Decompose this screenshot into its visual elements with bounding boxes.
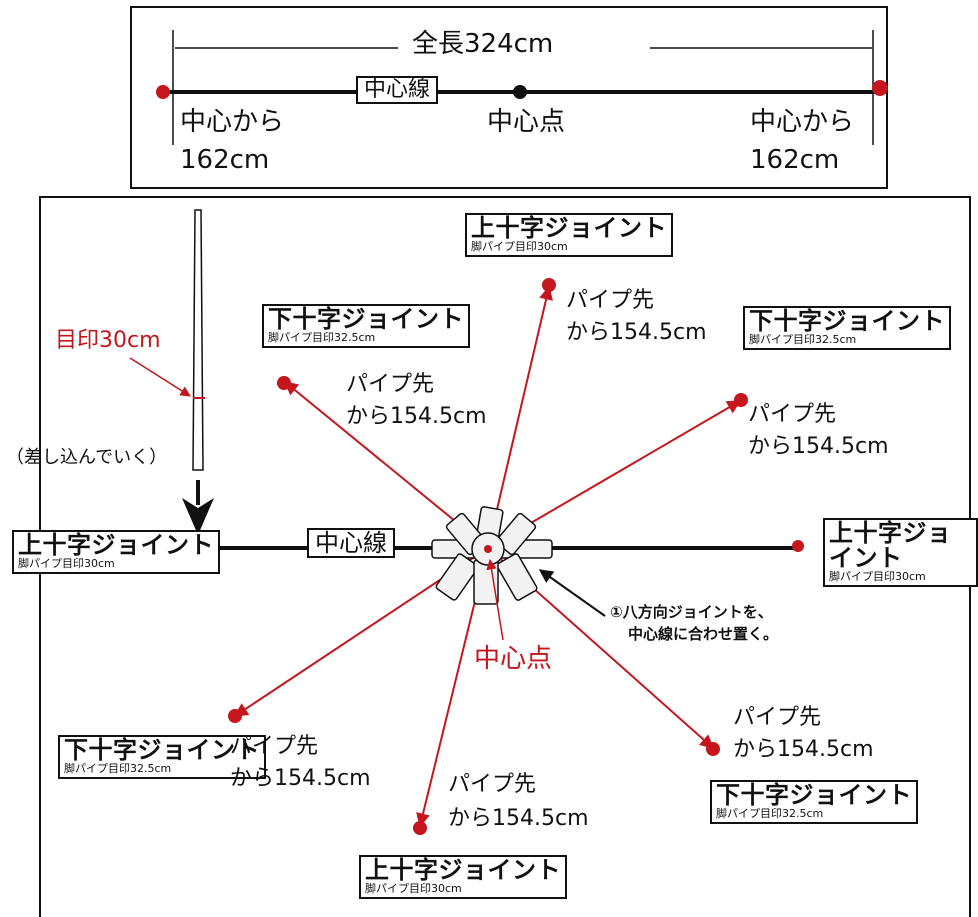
top-right-from-center: 中心から xyxy=(750,107,855,137)
distance-upper-right-b: から154.5cm xyxy=(748,434,889,459)
joint-label-title: 上十字ジョイント xyxy=(829,519,952,573)
joint-label-title: 上十字ジョイント xyxy=(471,214,667,242)
top-center-line-label: 中心線 xyxy=(356,76,439,105)
right-end-dot xyxy=(792,540,804,552)
top-center-point-label: 中心点 xyxy=(487,107,566,137)
joint-label-bottom: 上十字ジョイント 脚パイプ目印30cm xyxy=(359,855,567,899)
distance-upper-left-a: パイプ先 xyxy=(346,372,435,397)
tip-dot-upper-right xyxy=(734,393,748,407)
joint-label-sub: 脚パイプ目印32.5cm xyxy=(716,807,824,821)
top-center-dot xyxy=(513,85,527,99)
insert-arrow-head xyxy=(182,498,214,535)
joint-label-sub: 脚パイプ目印30cm xyxy=(471,240,568,254)
distance-lower-right-a: パイプ先 xyxy=(733,705,822,730)
joint-label-sub: 脚パイプ目印32.5cm xyxy=(749,333,857,347)
joint-label-right: 上十字ジョイント 脚パイプ目印30cm xyxy=(823,518,978,587)
step-note-line-2: 中心線に合わせ置く。 xyxy=(628,625,779,643)
main-center-point-label: 中心点 xyxy=(474,644,553,674)
tip-dot-top xyxy=(542,278,556,292)
joint-label-title: 下十字ジョイント xyxy=(64,736,260,764)
joint-label-title: 上十字ジョイント xyxy=(365,856,561,884)
top-panel xyxy=(130,6,888,189)
joint-label-sub: 脚パイプ目印32.5cm xyxy=(64,762,172,776)
center-point-pointer xyxy=(486,558,504,641)
tip-dot-upper-left xyxy=(277,376,291,390)
main-center-dot xyxy=(484,545,492,553)
joint-label-sub: 脚パイプ目印30cm xyxy=(18,557,115,571)
distance-lower-left-b: から154.5cm xyxy=(230,766,371,791)
step-note-line-1: ①八方向ジョイントを、 xyxy=(610,603,773,621)
distance-lower-left-a: パイプ先 xyxy=(230,734,319,759)
insert-note: （差し込んでいく） xyxy=(6,447,168,468)
joint-label-sub: 脚パイプ目印30cm xyxy=(829,570,926,584)
joint-label-title: 上十字ジョイント xyxy=(18,531,214,559)
leg-pipe-icon xyxy=(192,209,204,471)
joint-label-upper-right: 下十字ジョイント 脚パイプ目印32.5cm xyxy=(743,306,951,350)
joint-label-title: 下十字ジョイント xyxy=(749,307,945,335)
top-right-end-dot xyxy=(872,80,888,96)
distance-upper-left-b: から154.5cm xyxy=(346,404,487,429)
joint-label-top: 上十字ジョイント 脚パイプ目印30cm xyxy=(465,213,673,257)
mark-30-label: 目印30cm xyxy=(55,328,161,353)
top-left-from-center: 中心から xyxy=(180,107,285,137)
top-left-end-dot xyxy=(156,85,170,99)
tip-dot-lower-left xyxy=(228,709,242,723)
top-left-value: 162cm xyxy=(180,145,270,175)
step-note-pointer xyxy=(538,569,606,617)
distance-top-b: から154.5cm xyxy=(566,320,707,345)
distance-top-a: パイプ先 xyxy=(566,288,655,313)
joint-label-title: 下十字ジョイント xyxy=(716,781,912,809)
joint-label-upper-left: 下十字ジョイント 脚パイプ目印32.5cm xyxy=(262,304,470,348)
joint-label-sub: 脚パイプ目印32.5cm xyxy=(268,331,376,345)
top-right-value: 162cm xyxy=(750,145,840,175)
main-center-line-label: 中心線 xyxy=(307,528,395,559)
joint-label-sub: 脚パイプ目印30cm xyxy=(365,882,462,896)
joint-label-left: 上十字ジョイント 脚パイプ目印30cm xyxy=(12,530,220,574)
distance-lower-right-b: から154.5cm xyxy=(733,737,874,762)
distance-upper-right-a: パイプ先 xyxy=(748,402,837,427)
tip-dot-bottom xyxy=(413,821,427,835)
joint-label-lower-right: 下十字ジョイント 脚パイプ目印32.5cm xyxy=(710,780,918,824)
distance-bottom-a: パイプ先 xyxy=(448,772,537,797)
mark-pointer xyxy=(129,357,191,397)
joint-label-title: 下十字ジョイント xyxy=(268,305,464,333)
joint-label-lower-left: 下十字ジョイント 脚パイプ目印32.5cm xyxy=(58,735,266,779)
ray-top xyxy=(487,285,553,549)
total-length-label: 全長324cm xyxy=(412,29,554,59)
distance-bottom-b: から154.5cm xyxy=(448,806,589,831)
tip-dot-lower-right xyxy=(706,742,720,756)
